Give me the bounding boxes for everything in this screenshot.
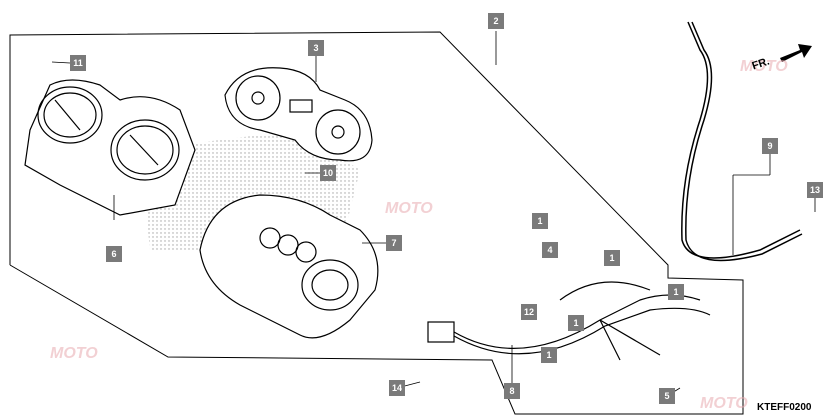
- callout-10[interactable]: 10: [320, 165, 336, 181]
- callout-1-c[interactable]: 1: [668, 284, 684, 300]
- speedometer-cable-drawing: [681, 21, 803, 262]
- meter-panel-drawing: [224, 67, 373, 162]
- watermark-1: MOTO: [740, 58, 788, 75]
- diagram-code: KTEFF0200: [757, 402, 812, 413]
- callout-5[interactable]: 5: [659, 388, 675, 404]
- callout-3[interactable]: 3: [308, 40, 324, 56]
- callout-13[interactable]: 13: [807, 182, 823, 198]
- watermark-3: MOTO: [50, 345, 98, 362]
- assembly-outline: [9, 31, 744, 415]
- callout-1-e[interactable]: 1: [541, 347, 557, 363]
- callout-12[interactable]: 12: [521, 304, 537, 320]
- meter-case-drawing: [199, 194, 379, 339]
- callout-6[interactable]: 6: [106, 246, 122, 262]
- callout-8[interactable]: 8: [504, 383, 520, 399]
- callout-1-d[interactable]: 1: [568, 315, 584, 331]
- callout-11[interactable]: 11: [70, 55, 86, 71]
- watermark-2: MOTO: [385, 200, 433, 217]
- front-direction-arrow: [780, 44, 812, 62]
- callout-9[interactable]: 9: [762, 138, 778, 154]
- callout-7[interactable]: 7: [386, 235, 402, 251]
- callout-4[interactable]: 4: [542, 242, 558, 258]
- callout-2[interactable]: 2: [488, 13, 504, 29]
- meter-cover-drawing: [24, 79, 196, 216]
- callout-1-b[interactable]: 1: [604, 250, 620, 266]
- callout-14[interactable]: 14: [389, 380, 405, 396]
- callout-1-a[interactable]: 1: [532, 213, 548, 229]
- watermark-4: MOTO: [700, 395, 748, 412]
